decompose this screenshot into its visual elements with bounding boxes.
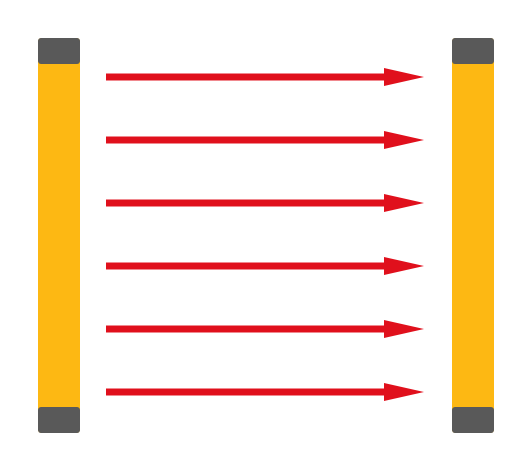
beam-arrowhead [384,194,424,212]
receiver-column-body [452,38,494,433]
emitter-bottom-cap [38,407,80,433]
beam-shaft [106,136,386,144]
beam-shaft [106,388,386,396]
beams-layer [106,68,424,401]
receiver-column [452,38,494,433]
columns-layer [38,38,494,433]
beam-arrowhead [384,383,424,401]
receiver-bottom-cap [452,407,494,433]
beam-arrow [106,320,424,338]
emitter-top-cap [38,38,80,64]
beam-shaft [106,325,386,333]
beam-arrowhead [384,131,424,149]
beam-arrow [106,194,424,212]
receiver-top-cap [452,38,494,64]
emitter-column-body [38,38,80,433]
beam-arrow [106,131,424,149]
beam-shaft [106,73,386,81]
beam-shaft [106,199,386,207]
beam-arrow [106,257,424,275]
beam-shaft [106,262,386,270]
beam-arrowhead [384,257,424,275]
beam-arrowhead [384,320,424,338]
beam-arrowhead [384,68,424,86]
beam-arrow [106,383,424,401]
beam-arrow [106,68,424,86]
emitter-column [38,38,80,433]
